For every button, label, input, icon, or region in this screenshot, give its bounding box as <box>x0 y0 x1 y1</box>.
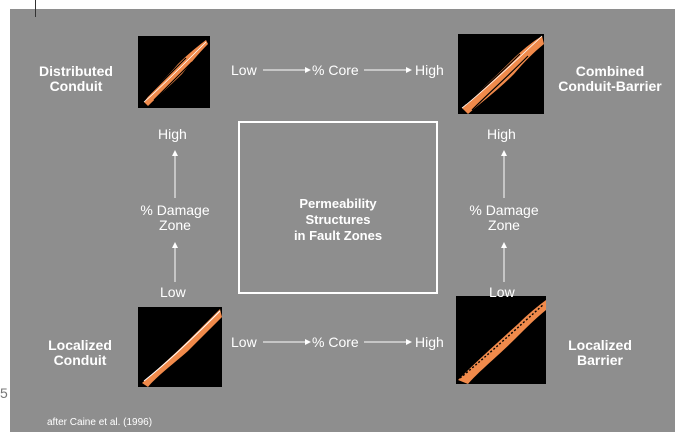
localized-conduit-image <box>138 307 222 387</box>
combined-conduit-barrier-image <box>458 34 544 114</box>
distributed-conduit-label: Distributed Conduit <box>39 63 113 94</box>
top-axis-low: Low <box>231 62 257 78</box>
slide-background <box>10 9 675 432</box>
top-axis-high: High <box>415 62 444 78</box>
combined-conduit-barrier-label: Combined Conduit-Barrier <box>558 63 662 94</box>
bottom-axis-low: Low <box>231 334 257 350</box>
left-axis-damage-zone: % Damage Zone <box>140 202 210 233</box>
right-axis-damage-zone: % Damage Zone <box>469 202 539 233</box>
source-citation: after Caine et al. (1996) <box>47 417 153 428</box>
center-title: Permeability Structures in Fault Zones <box>293 196 383 243</box>
corner-glyph: 5 <box>0 385 8 401</box>
bottom-axis-core: % Core <box>312 334 359 350</box>
localized-conduit-label: Localized Conduit <box>48 337 112 368</box>
left-axis-high: High <box>158 126 187 142</box>
right-axis-low: Low <box>489 284 515 300</box>
distributed-conduit-image <box>138 36 210 108</box>
right-axis-high: High <box>487 126 516 142</box>
top-axis-core: % Core <box>312 62 359 78</box>
localized-barrier-image <box>456 296 546 384</box>
left-axis-low: Low <box>160 284 186 300</box>
corner-mark <box>35 0 36 17</box>
localized-barrier-label: Localized Barrier <box>568 337 632 368</box>
bottom-axis-high: High <box>415 334 444 350</box>
center-box: Permeability Structures in Fault Zones <box>238 121 438 294</box>
